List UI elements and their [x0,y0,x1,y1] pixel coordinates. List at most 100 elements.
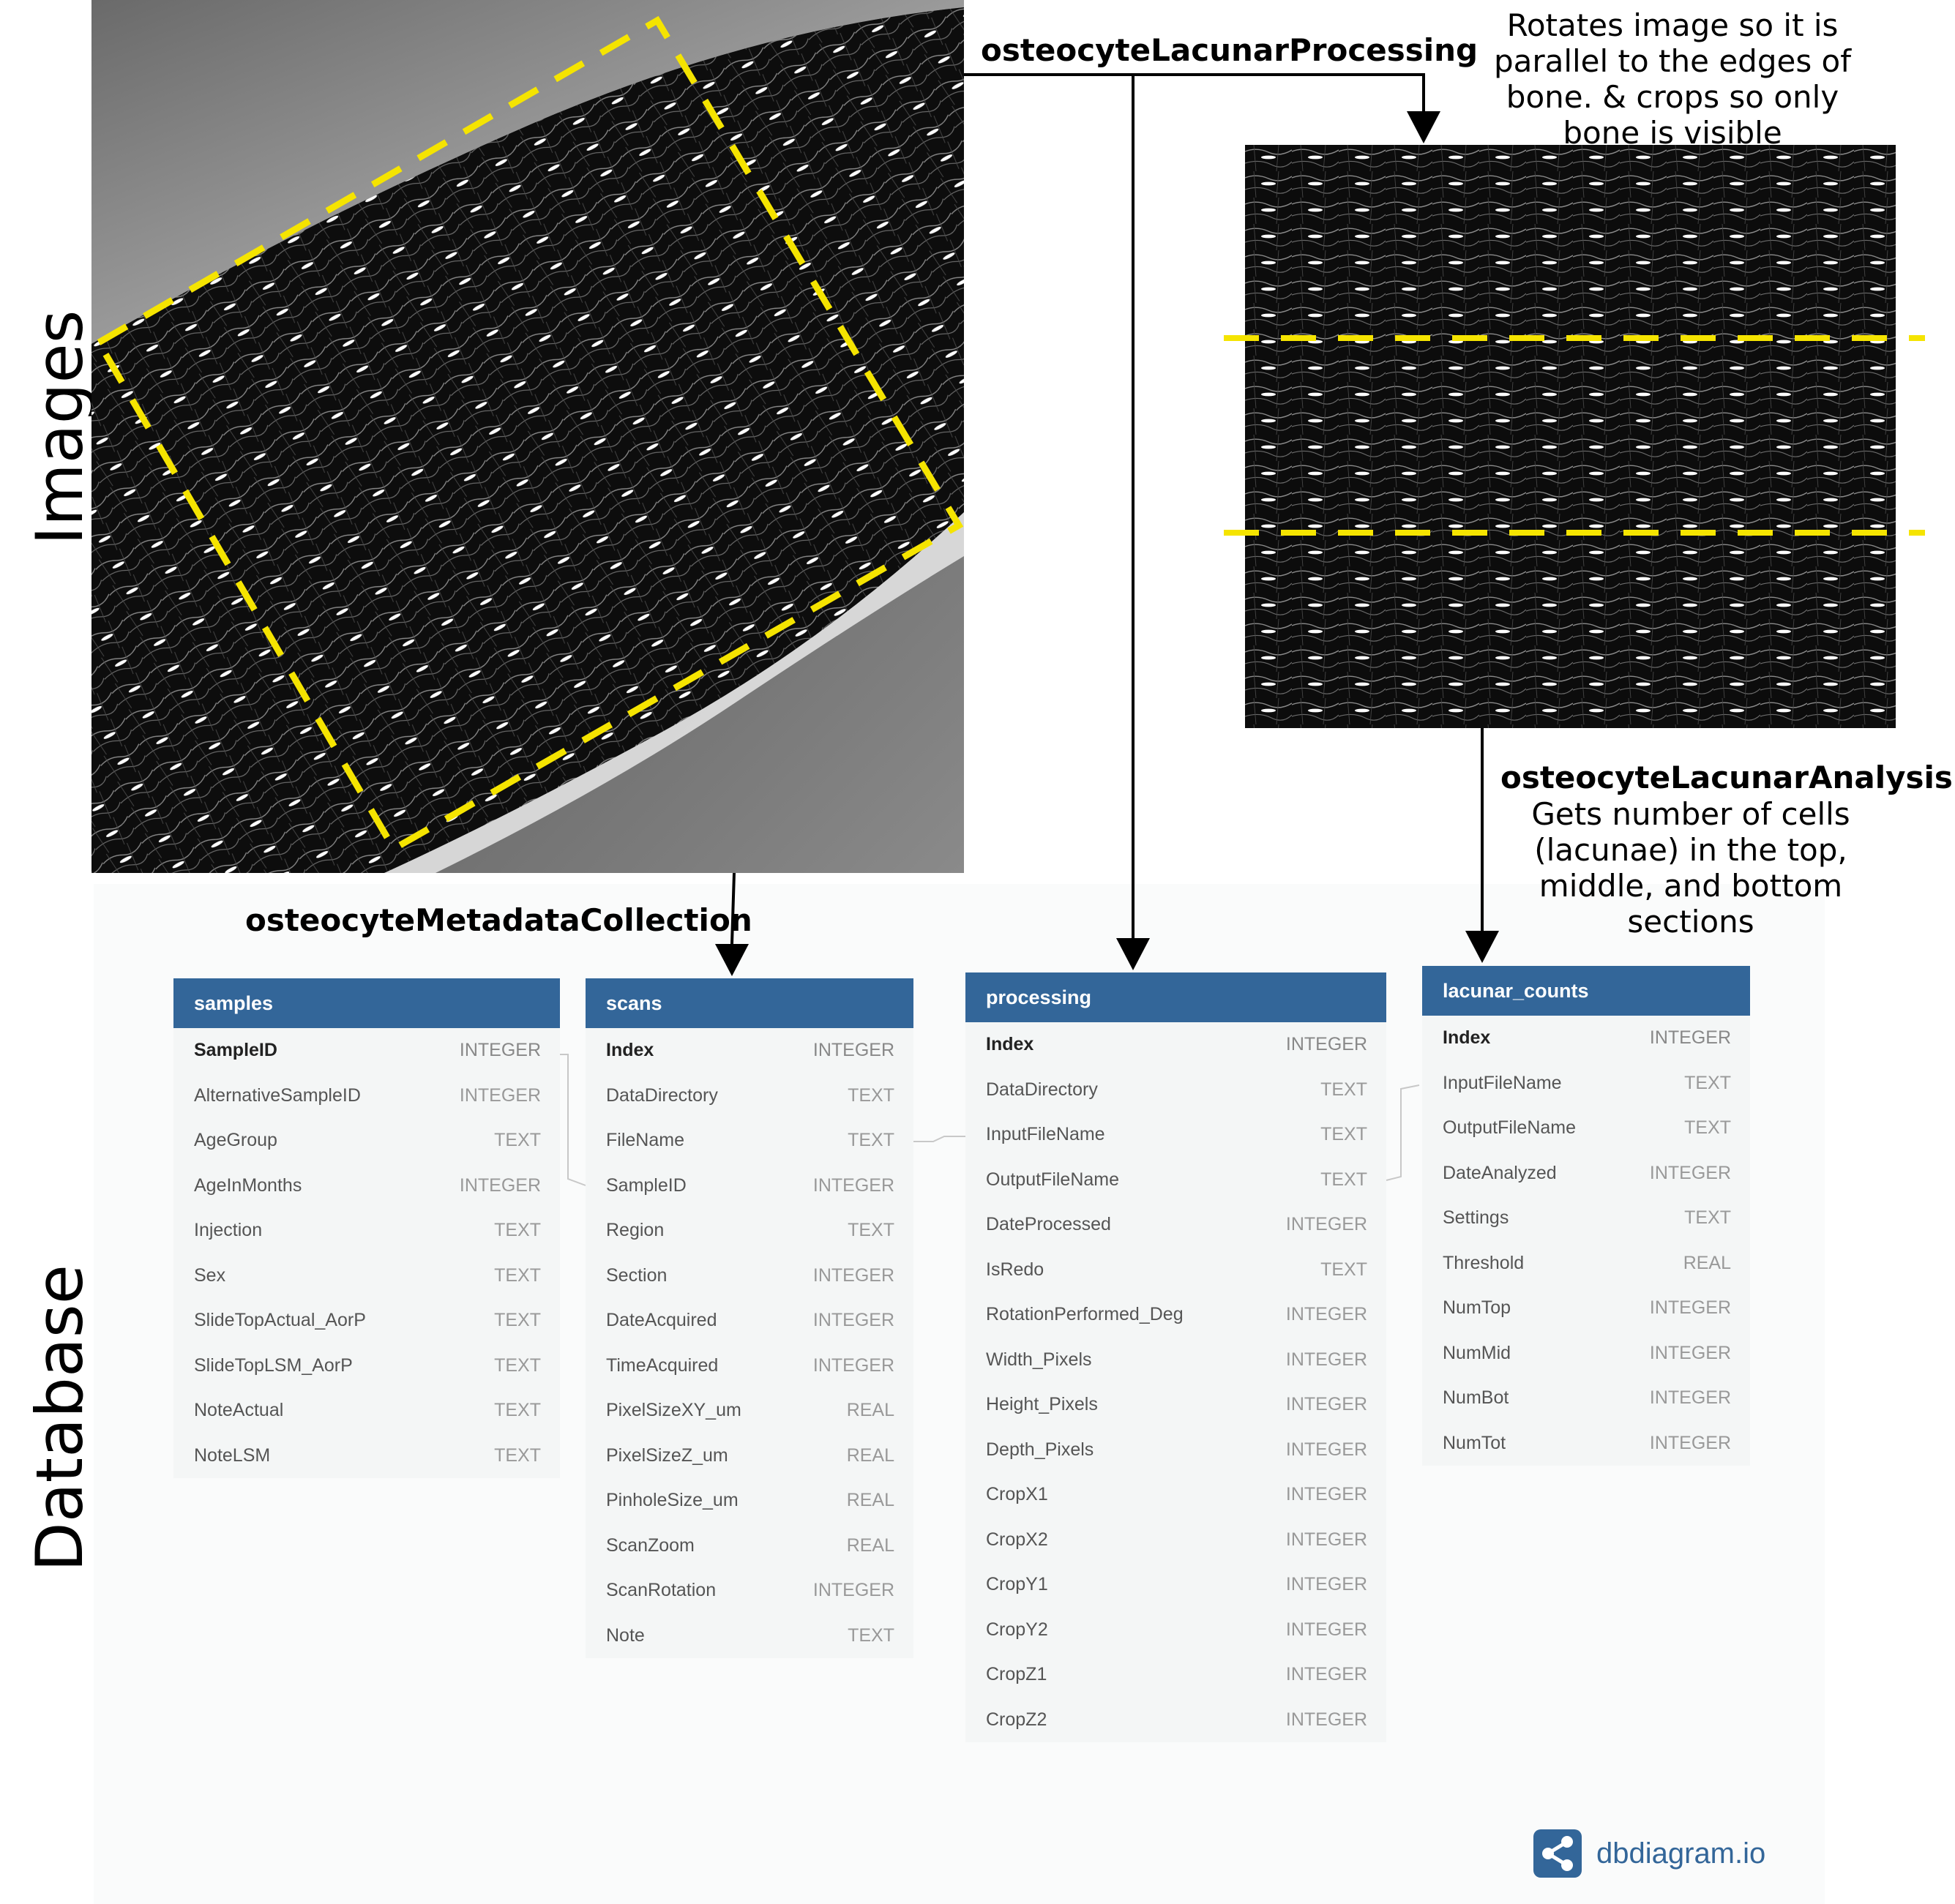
processing-note-line: bone. & crops so only [1506,79,1839,115]
column-name: Section [606,1264,668,1286]
table-row[interactable]: Injection TEXT [173,1208,560,1253]
column-type: INTEGER [1285,1439,1367,1460]
table-row[interactable]: NumTop INTEGER [1422,1286,1750,1331]
column-type: INTEGER [459,1084,541,1106]
column-type: INTEGER [1285,1034,1367,1055]
table-header[interactable]: lacunar_counts [1422,966,1750,1016]
processing-note-line: Rotates image so it is [1506,7,1839,43]
column-name: Width_Pixels [986,1349,1092,1370]
table-row[interactable]: AgeInMonths INTEGER [173,1163,560,1209]
column-name: Index [606,1040,654,1061]
column-name: Depth_Pixels [986,1439,1094,1460]
table-header[interactable]: scans [586,978,913,1028]
column-name: DateAnalyzed [1443,1162,1557,1183]
column-name: Injection [194,1220,263,1241]
column-type: INTEGER [459,1174,541,1196]
column-name: NumTop [1443,1297,1511,1319]
column-name: ScanRotation [606,1580,717,1601]
metadata-step-label: osteocyteMetadataCollection [245,902,752,938]
table-header[interactable]: samples [173,978,560,1028]
dbdiagram-brand[interactable]: dbdiagram.io [1533,1829,1765,1878]
column-type: TEXT [494,1220,541,1241]
column-name: SlideTopActual_AorP [194,1310,366,1331]
table-row[interactable]: NoteActual TEXT [173,1388,560,1433]
column-type: INTEGER [1649,1387,1731,1409]
column-name: AgeGroup [194,1130,277,1151]
column-type: TEXT [494,1400,541,1421]
column-name: DataDirectory [986,1079,1098,1100]
column-name: PinholeSize_um [606,1490,739,1511]
column-type: REAL [846,1534,894,1556]
column-name: IsRedo [986,1259,1044,1280]
table-row[interactable]: DataDirectory TEXT [965,1068,1386,1113]
table-row[interactable]: Depth_Pixels INTEGER [965,1428,1386,1473]
column-name: TimeAcquired [606,1354,719,1376]
column-type: INTEGER [1649,1432,1731,1453]
rel-scans-processing [913,1136,965,1142]
raw-bone-image [91,0,964,873]
column-type: TEXT [494,1444,541,1466]
column-type: TEXT [1320,1124,1367,1145]
table-header[interactable]: processing [965,972,1386,1022]
column-name: CropY2 [986,1619,1048,1640]
processed-bone-image [1245,145,1896,728]
column-type: INTEGER [1649,1297,1731,1319]
dbdiagram-logo-icon [1533,1829,1582,1878]
column-type: TEXT [1320,1079,1367,1100]
column-type: INTEGER [1285,1664,1367,1685]
column-name: NoteActual [194,1400,284,1421]
column-name: Sex [194,1264,226,1286]
processing-note: Rotates image so it is parallel to the e… [1457,7,1888,151]
column-name: AgeInMonths [194,1174,302,1196]
